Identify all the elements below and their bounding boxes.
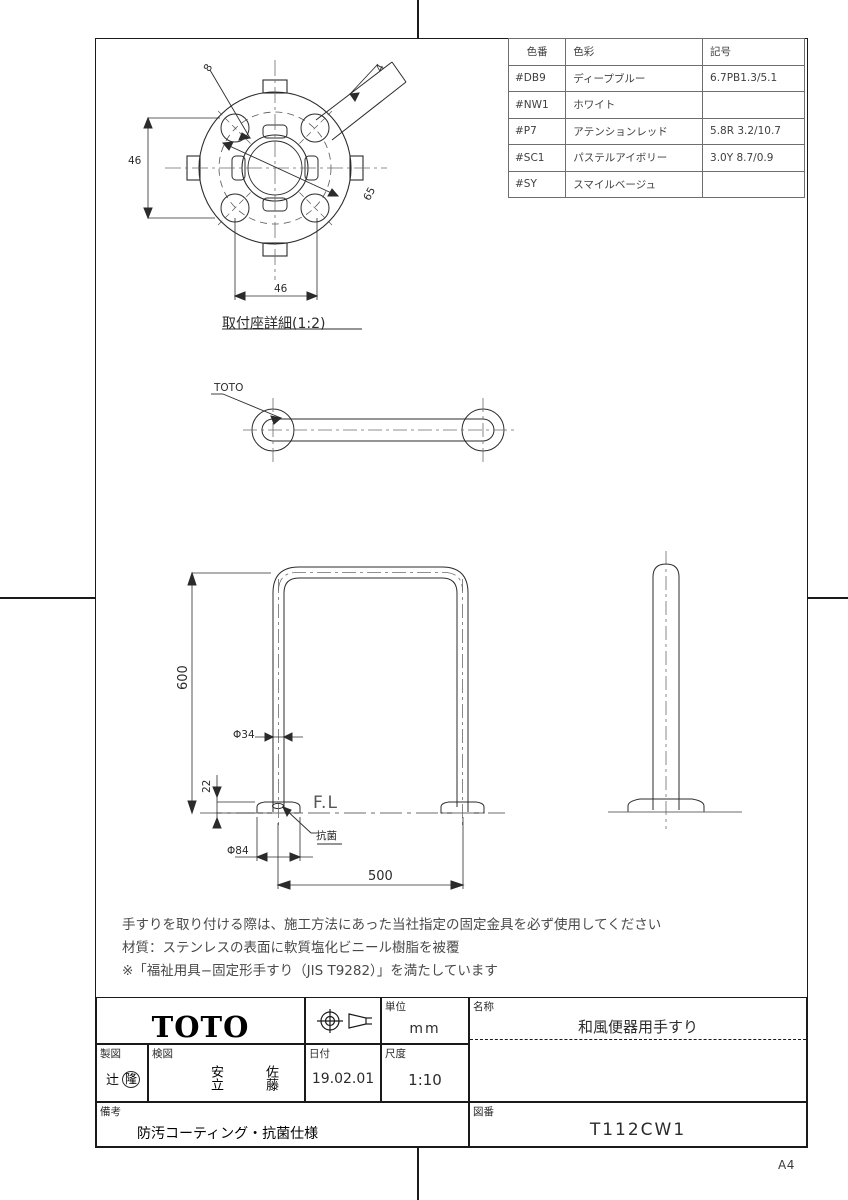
note-line-2: 材質：ステンレスの表面に軟質塩化ビニール樹脂を被覆: [122, 940, 460, 956]
cell-symbol: 5.8R 3.2/10.7: [702, 117, 805, 145]
detail-view-mounting-base: [143, 60, 407, 330]
remarks-label: 備考: [100, 1106, 121, 1118]
cell-code: #SY: [507, 170, 567, 198]
cell-symbol: [702, 91, 805, 119]
remarks-cell: 備考 防汚コーティング・抗菌仕様: [96, 1102, 469, 1147]
cell-symbol: 6.7PB1.3/5.1: [702, 64, 805, 92]
projection-symbol-cell: [305, 997, 381, 1044]
cell-name: スマイルベージュ: [565, 170, 704, 198]
col-header-code: 色番: [507, 38, 567, 66]
color-table: 色番 色彩 記号 #DB9 ディープブルー 6.7PB1.3/5.1 #NW1 …: [507, 38, 805, 198]
unit-cell: 単位 mm: [381, 997, 469, 1044]
cell-name: ホワイト: [565, 91, 704, 119]
front-dim-flange-dia: Φ84: [227, 845, 249, 857]
drawn-by-cell: 製図 辻 隆: [96, 1044, 148, 1102]
plan-view-brand-callout: TOTO: [214, 382, 244, 394]
table-row: #SC1 パステルアイボリー 3.0Y 8.7/0.9: [507, 144, 805, 172]
front-dim-tube-dia: Φ34: [233, 729, 255, 741]
date-label: 日付: [309, 1048, 330, 1060]
unit-value: mm: [409, 1021, 441, 1037]
note-line-3: ※「福祉用具−固定形手すり（JIS T9282）」を満たしています: [122, 963, 498, 979]
product-name-value: 和風便器用手すり: [577, 1018, 698, 1036]
sheet-size-label: A4: [778, 1158, 795, 1172]
table-row: #DB9 ディープブルー 6.7PB1.3/5.1: [507, 64, 805, 92]
side-view-grab-bar: [608, 551, 742, 829]
table-header-row: 色番 色彩 記号: [507, 38, 805, 66]
checked-by-value-2: 佐藤: [263, 1065, 278, 1091]
name-cell-divider: [470, 1039, 806, 1040]
front-dim-height-600: 600: [176, 665, 191, 690]
floor-level-label: F.L: [313, 793, 338, 813]
table-row: #SY スマイルベージュ: [507, 170, 805, 198]
cell-name: アテンションレッド: [565, 117, 704, 145]
drawing-number-label: 図番: [473, 1106, 494, 1118]
col-header-symbol: 記号: [702, 38, 805, 66]
front-dim-width-500: 500: [368, 869, 393, 884]
drawn-by-value-2: 隆: [122, 1068, 141, 1088]
cell-symbol: [702, 170, 805, 198]
cell-code: #SC1: [507, 144, 567, 172]
drawing-number-cell: 図番 T112CW1: [469, 1102, 807, 1147]
scale-label: 尺度: [385, 1048, 406, 1060]
plan-view-grab-bar: [211, 393, 515, 464]
first-angle-projection-symbol: [317, 1009, 372, 1033]
detail-dim-vertical-46: 46: [128, 155, 142, 167]
toto-logo: TOTO: [151, 1010, 250, 1044]
date-cell: 日付 19.02.01: [305, 1044, 381, 1102]
drawing-number-value: T112CW1: [589, 1120, 687, 1140]
cell-symbol: 3.0Y 8.7/0.9: [702, 144, 805, 172]
checked-by-cell: 検図 安立 佐藤: [148, 1044, 305, 1102]
antibacterial-callout: 抗菌: [316, 830, 337, 842]
table-row: #NW1 ホワイト: [507, 91, 805, 119]
detail-dim-horizontal-46: 46: [274, 283, 288, 295]
center-tick-left: [0, 597, 95, 599]
drawn-by-label: 製図: [100, 1048, 121, 1060]
notes-block: 手すりを取り付ける際は、施工方法にあった当社指定の固定金具を必ず使用してください…: [122, 914, 802, 983]
title-block: TOTO 単位 mm 製図 辻: [96, 997, 807, 1147]
cell-code: #P7: [507, 117, 567, 145]
company-logo-cell: TOTO: [96, 997, 305, 1044]
scale-value: 1:10: [408, 1071, 442, 1089]
col-header-name: 色彩: [565, 38, 704, 66]
remarks-value: 防汚コーティング・抗菌仕様: [137, 1126, 319, 1142]
center-tick-top: [417, 0, 419, 38]
front-dim-flange-height: 22: [201, 779, 213, 793]
cell-name: ディープブルー: [565, 64, 704, 92]
front-view-grab-bar: [187, 566, 505, 890]
table-row: #P7 アテンションレッド 5.8R 3.2/10.7: [507, 117, 805, 145]
cell-code: #DB9: [507, 64, 567, 92]
note-line-1: 手すりを取り付ける際は、施工方法にあった当社指定の固定金具を必ず使用してください: [122, 917, 662, 933]
cell-name: パステルアイボリー: [565, 144, 704, 172]
center-tick-right: [808, 597, 848, 599]
unit-label: 単位: [385, 1001, 406, 1013]
cell-code: #NW1: [507, 91, 567, 119]
checked-by-value-1: 安立: [208, 1065, 223, 1091]
sheet-border: [95, 38, 808, 1148]
center-tick-bottom: [417, 1148, 419, 1200]
date-value: 19.02.01: [311, 1071, 375, 1087]
scale-cell: 尺度 1:10: [381, 1044, 469, 1102]
detail-view-caption: 取付座詳細(1:2): [222, 316, 326, 332]
drawn-by-value-1: 辻: [106, 1073, 120, 1088]
product-name-label: 名称: [473, 1001, 494, 1013]
checked-by-label: 検図: [152, 1048, 173, 1060]
product-name-cell: 名称 和風便器用手すり: [469, 997, 807, 1102]
